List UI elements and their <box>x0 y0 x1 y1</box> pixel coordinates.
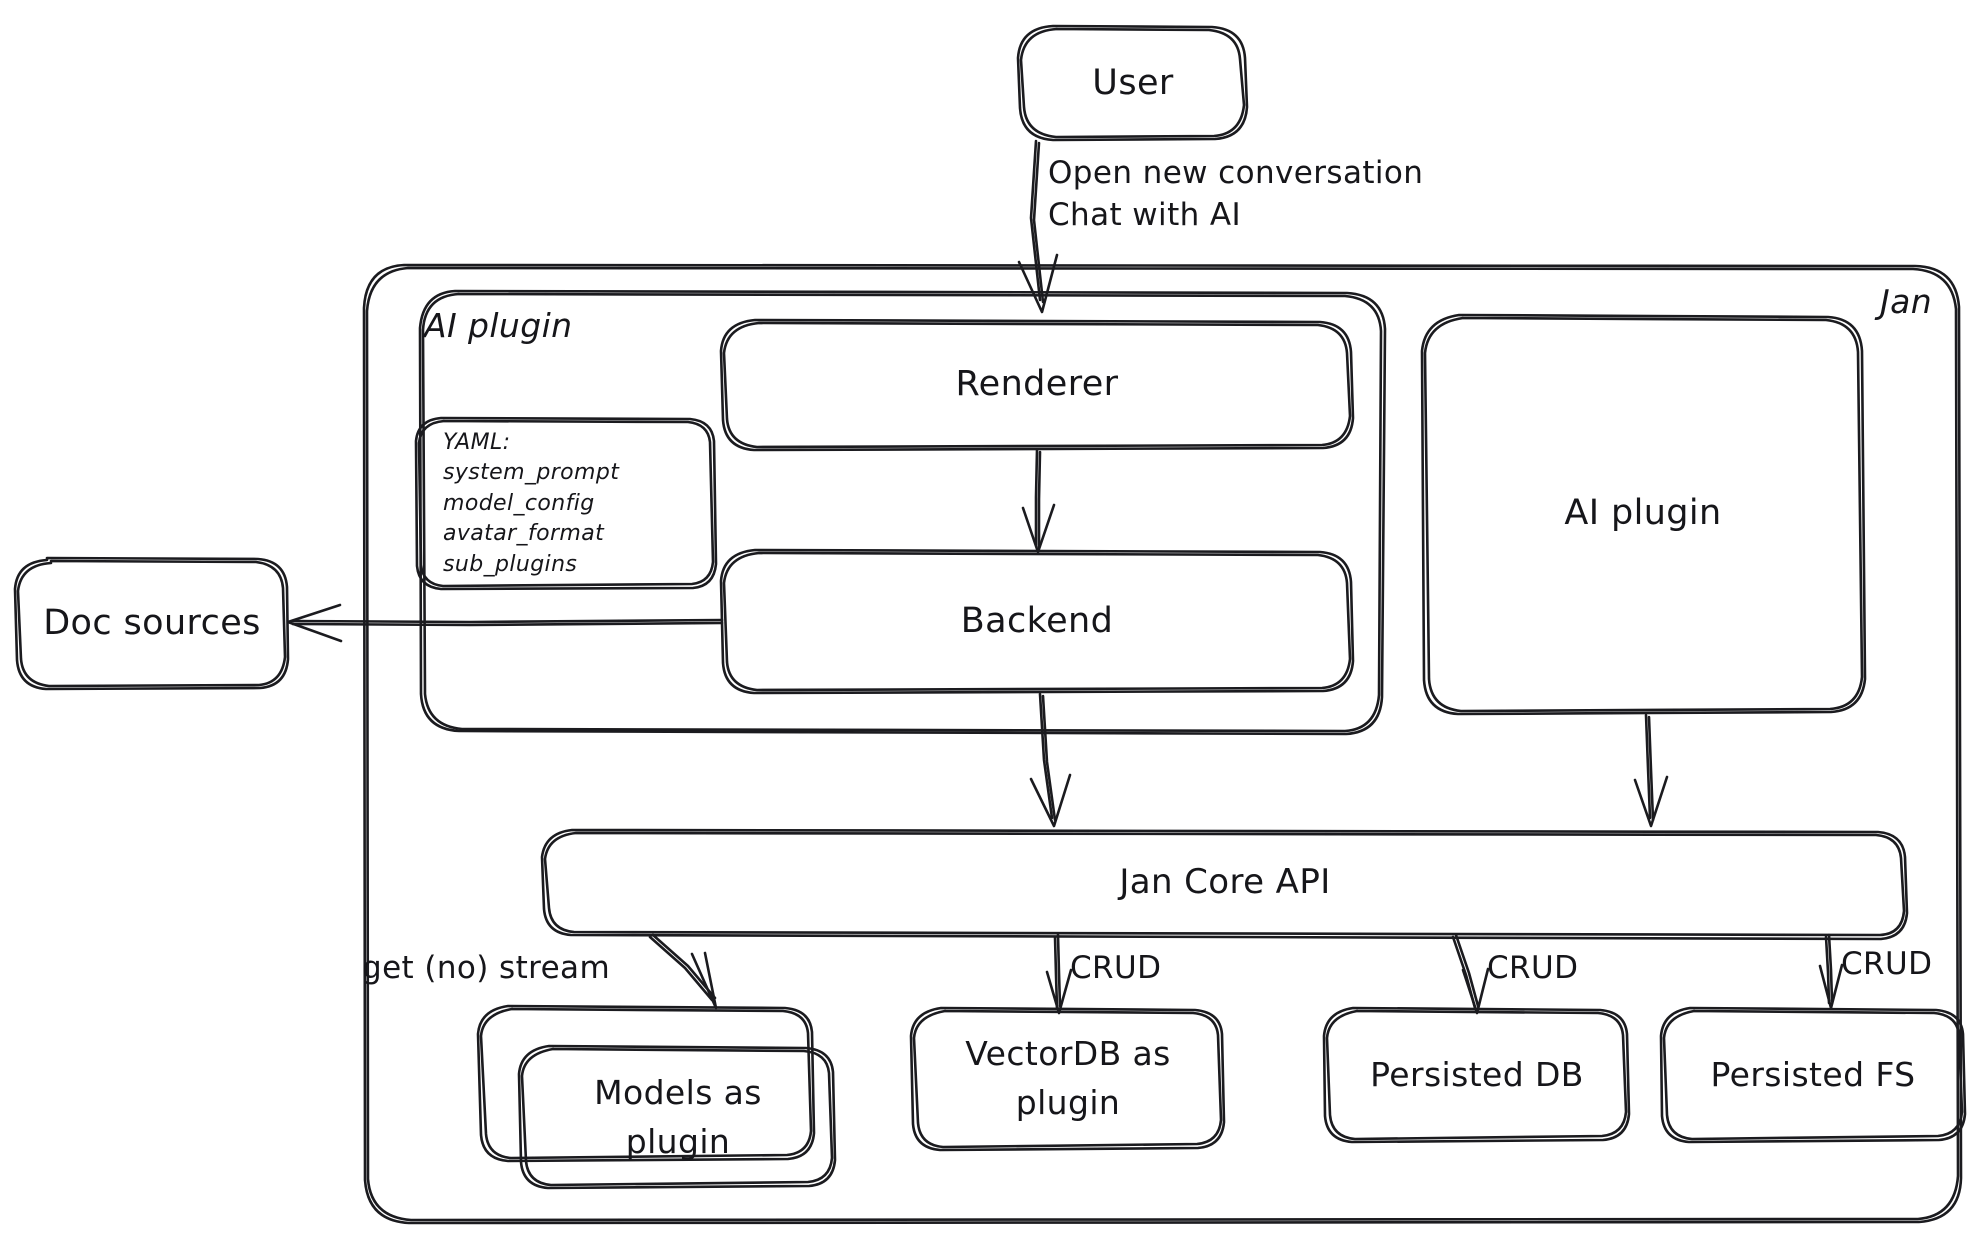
node-ai-plugin-right <box>1420 313 1867 716</box>
container-ai-plugin <box>418 289 1387 736</box>
node-models-as-plugin <box>476 1004 837 1190</box>
node-jan-core-api <box>540 828 1909 941</box>
edge-core-to-persisted-db <box>1451 933 1490 1015</box>
edge-backend-to-core <box>1029 692 1072 828</box>
node-persisted-db <box>1322 1006 1631 1144</box>
node-renderer <box>719 318 1355 452</box>
edge-backend-to-doc-sources <box>286 603 724 643</box>
edge-core-to-persisted-fs <box>1818 933 1844 1010</box>
container-jan <box>362 263 1963 1225</box>
edge-core-to-models <box>648 933 718 1010</box>
node-user <box>1016 24 1249 142</box>
node-backend <box>719 548 1355 695</box>
node-persisted-fs <box>1659 1006 1967 1144</box>
node-yaml-note <box>414 416 718 591</box>
edge-ai-plugin-to-core <box>1633 713 1669 828</box>
edge-renderer-to-backend <box>1021 448 1056 554</box>
edge-core-to-vectordb <box>1045 933 1073 1015</box>
edge-user-to-renderer <box>1017 139 1059 314</box>
node-doc-sources <box>13 556 290 691</box>
node-vectordb-as-plugin <box>909 1006 1226 1152</box>
